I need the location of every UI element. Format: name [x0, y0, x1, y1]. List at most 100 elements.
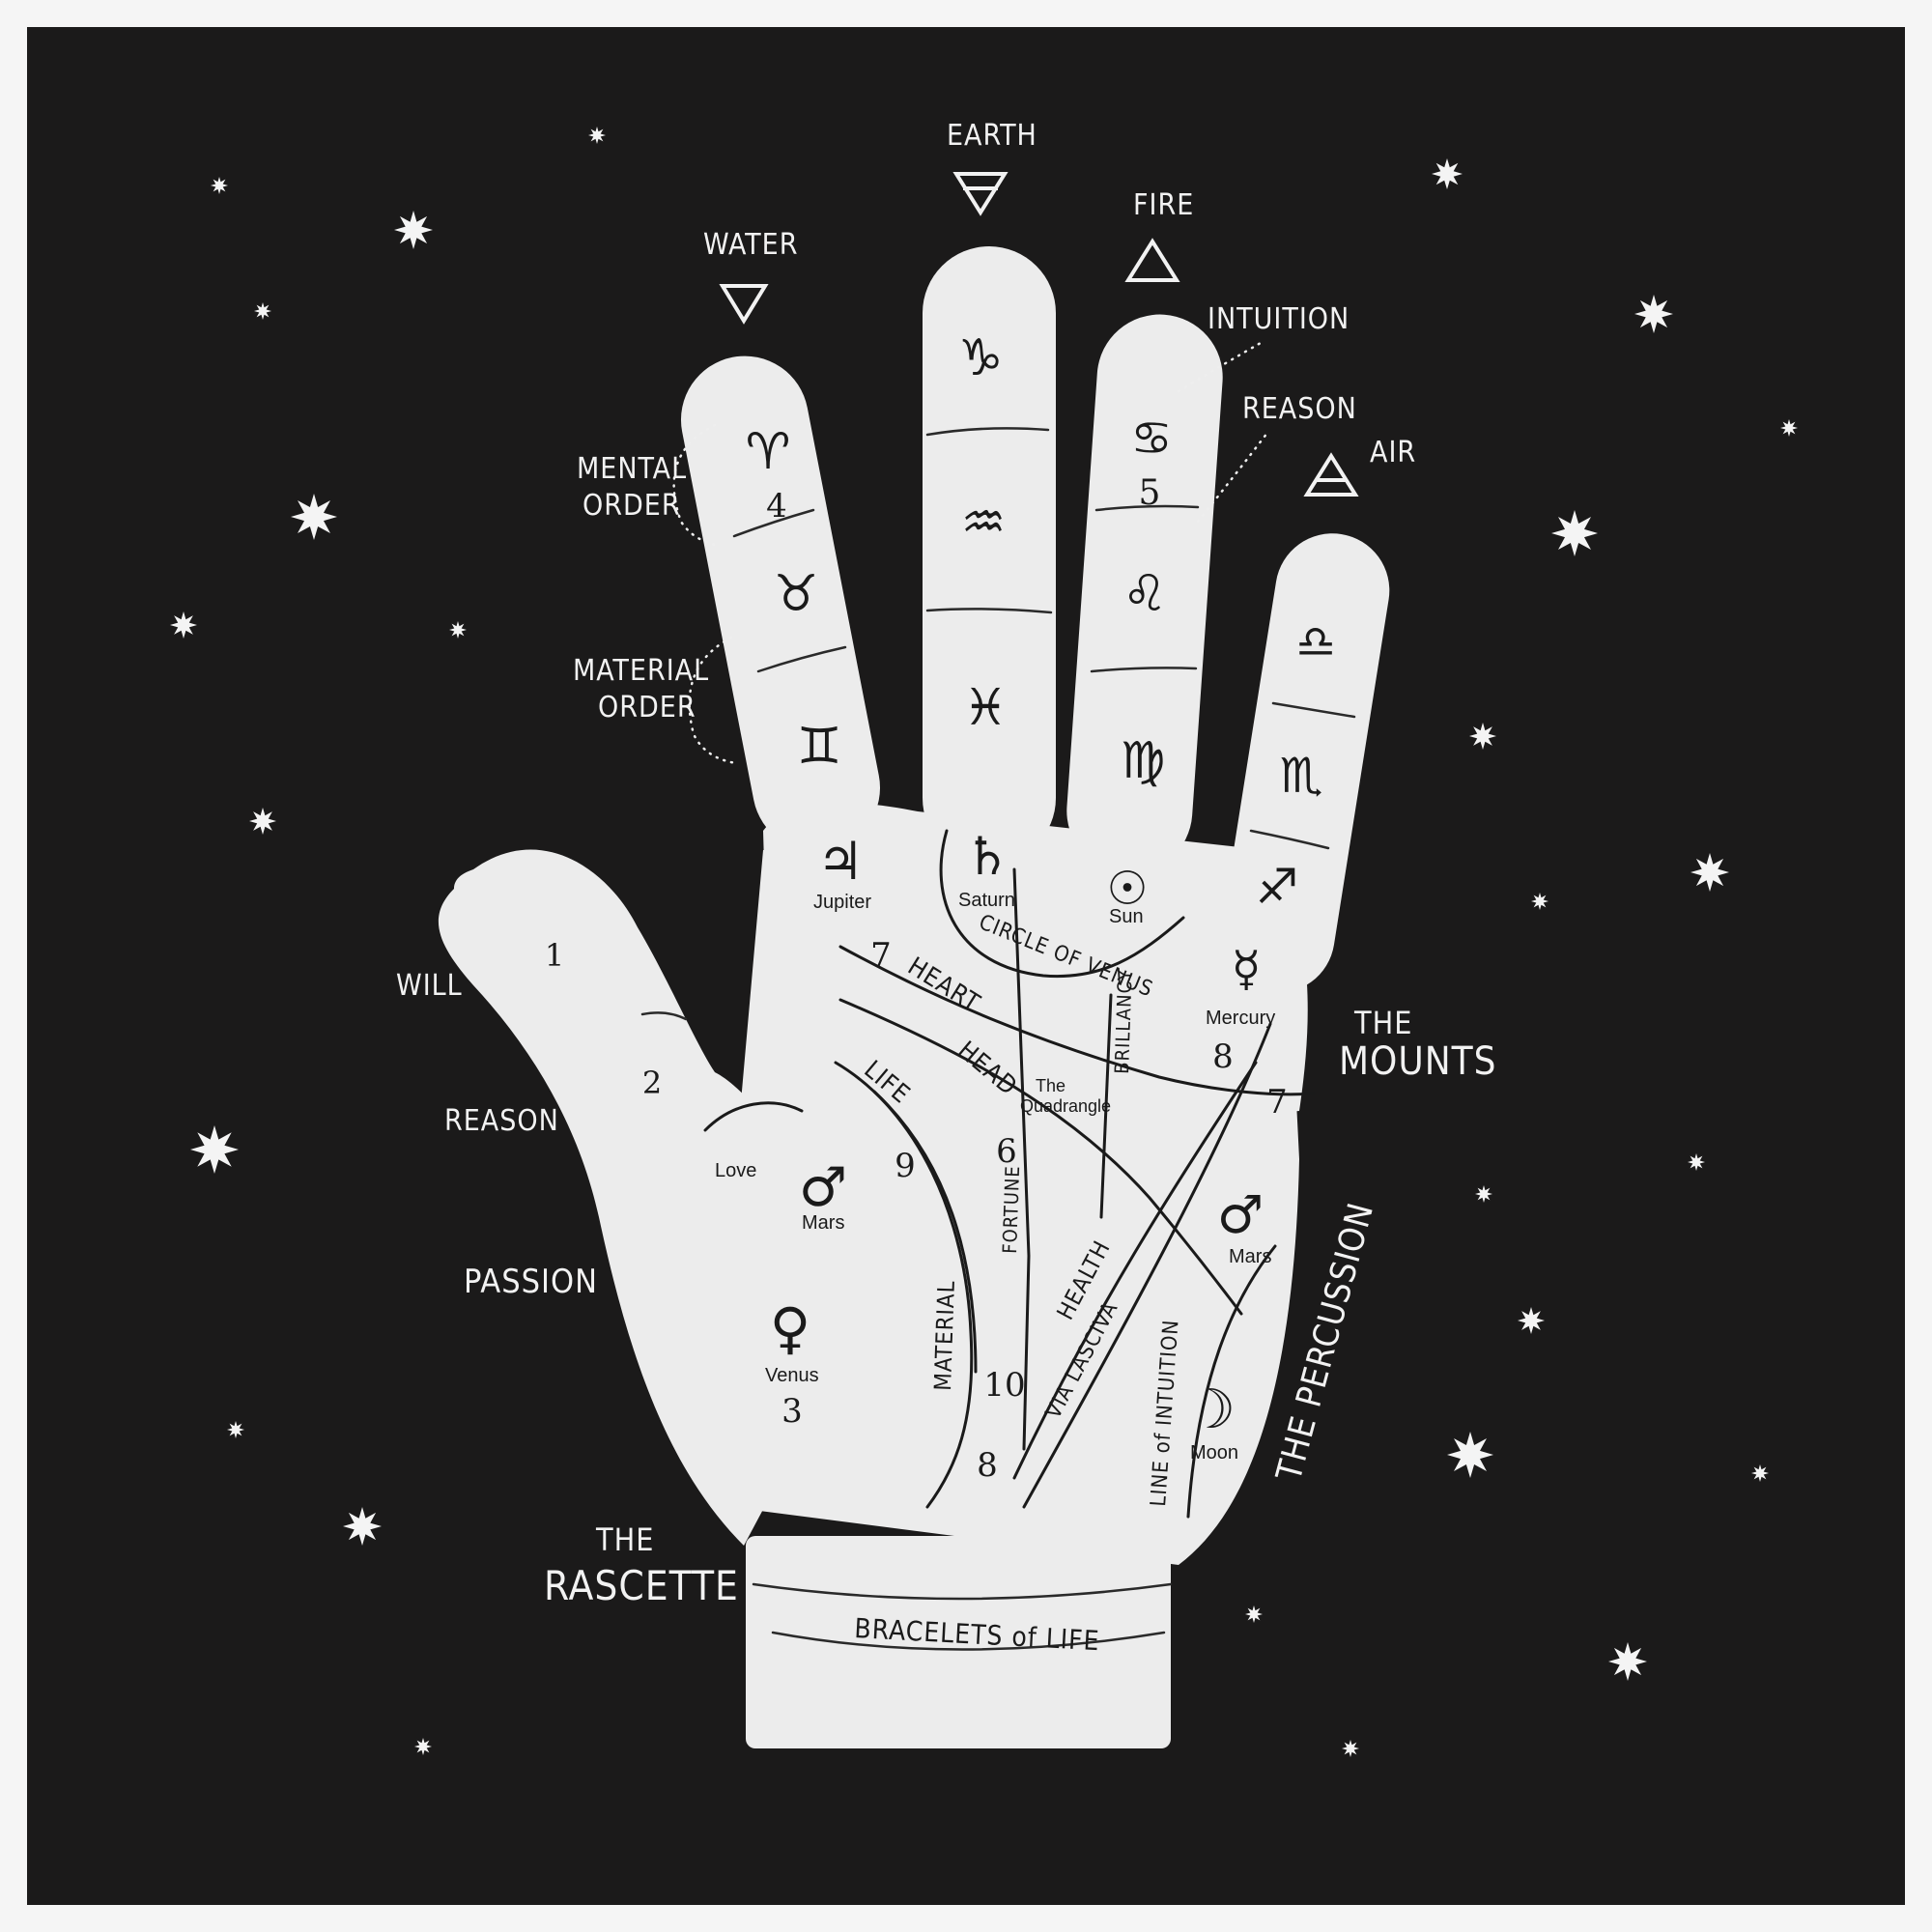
label-moon: Moon [1190, 1442, 1238, 1463]
number-3: 3 [781, 1392, 803, 1431]
star-icon [1690, 853, 1729, 892]
scorpio-icon: ♏ [1280, 748, 1323, 804]
star-icon [1531, 893, 1548, 910]
capricorn-icon: ♑ [958, 329, 1004, 387]
element-air: AIR [1370, 436, 1416, 469]
number-4: 4 [766, 487, 787, 526]
star-icon [291, 494, 337, 540]
element-water: WATER [703, 228, 798, 262]
number-1: 1 [545, 937, 564, 974]
number-7-top: 7 [870, 936, 892, 975]
label-mental-1: MENTAL [577, 452, 687, 486]
label-reason-finger: REASON [1242, 392, 1357, 426]
label-brilliancy: BRILLANCY [1110, 969, 1137, 1074]
label-venus: Venus [765, 1365, 819, 1386]
number-8-bottom: 8 [977, 1446, 998, 1485]
element-fire: FIRE [1133, 188, 1194, 222]
head-line [838, 998, 1243, 1316]
label-mars-2: Mars [1229, 1246, 1271, 1267]
star-icon [170, 611, 197, 639]
element-earth: EARTH [947, 119, 1037, 153]
label-sun: Sun [1109, 906, 1144, 927]
aquarius-icon: ♒ [961, 494, 1007, 552]
star-icon [1475, 1185, 1492, 1203]
star-icon [227, 1421, 244, 1438]
label-intuition: INTUITION [1208, 302, 1350, 336]
label-mental-2: ORDER [582, 489, 681, 523]
element-symbols [719, 172, 1359, 497]
sagittarius-icon: ♐ [1256, 859, 1299, 915]
jupiter-icon: ♃ [817, 831, 864, 892]
sun-icon: ☉ [1106, 862, 1148, 916]
star-icon [1780, 419, 1798, 437]
moon-icon: ☽ [1187, 1378, 1236, 1441]
star-icon [1245, 1605, 1263, 1623]
star-icon [414, 1738, 432, 1755]
palm-lines [703, 829, 1316, 1519]
line-of-intuition [1186, 1244, 1277, 1519]
life-line-inner [872, 1090, 978, 1374]
air-triangle-icon [1303, 452, 1359, 497]
label-mercury: Mercury [1206, 1008, 1275, 1029]
mars-2-icon: ♂ [1217, 1184, 1264, 1245]
label-rascette-2: RASCETTE [544, 1562, 739, 1609]
label-love: Love [715, 1160, 756, 1181]
gemini-icon: ♊ [797, 718, 842, 776]
star-icon [1469, 723, 1496, 750]
leo-icon: ♌ [1122, 565, 1168, 623]
cancer-icon: ♋ [1130, 412, 1172, 466]
finger-creases [640, 427, 1356, 1651]
label-mars: Mars [802, 1212, 844, 1234]
hand-silhouette [438, 246, 1390, 1748]
number-10: 10 [983, 1366, 1025, 1405]
number-8-top: 8 [1212, 1037, 1234, 1076]
label-reason-thumb: REASON [444, 1104, 559, 1138]
label-saturn: Saturn [958, 890, 1015, 911]
star-icon [1447, 1432, 1493, 1478]
star-icon [1342, 1740, 1359, 1757]
taurus-icon: ♉ [774, 565, 819, 623]
label-mounts-2: MOUNTS [1339, 1039, 1496, 1084]
number-6: 6 [996, 1132, 1017, 1171]
label-material: MATERIAL [929, 1280, 960, 1391]
star-icon [343, 1507, 382, 1546]
star-icon [588, 127, 606, 144]
earth-triangle-icon [952, 172, 1009, 216]
health-line [1012, 1061, 1258, 1480]
star-icon [1518, 1307, 1545, 1334]
mercury-icon: ☿ [1232, 941, 1262, 997]
star-icon [1608, 1642, 1647, 1681]
number-7-right: 7 [1266, 1083, 1288, 1122]
fire-triangle-icon [1124, 238, 1180, 282]
label-fortune: FORTUNE [998, 1165, 1024, 1254]
pisces-icon: ♓ [963, 679, 1009, 737]
label-will: WILL [396, 969, 463, 1003]
dotted-leaders [672, 341, 1269, 765]
number-2: 2 [642, 1065, 662, 1101]
star-icon [211, 177, 228, 194]
number-9: 9 [895, 1147, 916, 1185]
star-icon [1432, 158, 1463, 189]
virgo-icon: ♍ [1121, 732, 1166, 790]
circle-of-venus-line [939, 829, 1185, 979]
star-icon [1551, 510, 1598, 556]
stars [170, 127, 1798, 1757]
water-triangle-icon [719, 284, 769, 325]
star-icon [394, 211, 433, 249]
label-quadrangle-2: Quadrangle [1020, 1096, 1111, 1116]
venus-icon: ♀ [770, 1295, 810, 1361]
number-5: 5 [1139, 473, 1161, 513]
libra-icon: ♎ [1295, 615, 1335, 668]
star-icon [1634, 295, 1673, 333]
label-material-2: ORDER [598, 691, 696, 724]
heart-line [838, 945, 1316, 1096]
label-quadrangle-1: The [1036, 1076, 1065, 1095]
mars-icon: ♂ [799, 1156, 847, 1219]
star-icon [449, 621, 467, 639]
via-lasciva-line [1022, 1022, 1272, 1509]
star-icon [254, 302, 271, 320]
star-icon [249, 808, 276, 835]
label-passion: PASSION [464, 1263, 598, 1301]
star-icon [190, 1125, 239, 1174]
